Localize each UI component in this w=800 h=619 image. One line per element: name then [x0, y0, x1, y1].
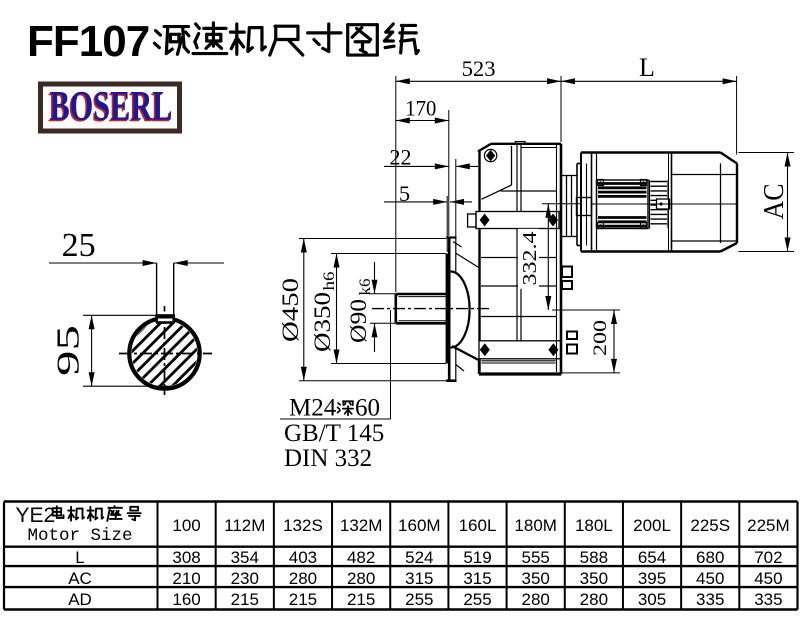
- svg-text:215: 215: [347, 590, 375, 609]
- svg-text:25: 25: [62, 227, 96, 264]
- svg-text:225S: 225S: [690, 516, 730, 535]
- svg-text:588: 588: [580, 548, 608, 567]
- svg-text:255: 255: [405, 590, 433, 609]
- svg-text:335: 335: [696, 590, 724, 609]
- svg-text:519: 519: [463, 548, 491, 567]
- svg-text:654: 654: [638, 548, 666, 567]
- svg-text:M24: M24: [289, 395, 337, 422]
- svg-text:280: 280: [580, 590, 608, 609]
- svg-text:Ø450: Ø450: [278, 278, 303, 342]
- svg-text:225M: 225M: [747, 516, 790, 535]
- svg-text:180M: 180M: [514, 516, 557, 535]
- svg-text:132M: 132M: [340, 516, 383, 535]
- svg-text:AC: AC: [68, 569, 92, 588]
- svg-text:AC: AC: [759, 184, 790, 220]
- svg-text:160: 160: [172, 590, 200, 609]
- svg-text:22: 22: [390, 145, 412, 170]
- svg-text:Ø90: Ø90: [346, 299, 371, 343]
- svg-text:YE2: YE2: [16, 504, 56, 527]
- svg-text:215: 215: [289, 590, 317, 609]
- svg-text:395: 395: [638, 569, 666, 588]
- svg-text:315: 315: [463, 569, 491, 588]
- svg-text:524: 524: [405, 548, 433, 567]
- svg-text:95: 95: [50, 325, 86, 376]
- svg-text:h6: h6: [321, 272, 338, 291]
- svg-text:210: 210: [172, 569, 200, 588]
- svg-text:L: L: [639, 53, 655, 82]
- svg-text:160L: 160L: [459, 516, 497, 535]
- svg-text:5: 5: [399, 181, 410, 206]
- svg-text:308: 308: [172, 548, 200, 567]
- svg-text:280: 280: [521, 590, 549, 609]
- svg-text:112M: 112M: [224, 516, 265, 535]
- svg-text:482: 482: [347, 548, 375, 567]
- svg-text:L: L: [75, 548, 84, 567]
- svg-text:132S: 132S: [283, 516, 323, 535]
- svg-text:FF107: FF107: [27, 17, 149, 66]
- svg-text:180L: 180L: [575, 516, 613, 535]
- svg-text:332.4: 332.4: [519, 232, 541, 286]
- svg-text:60: 60: [355, 395, 380, 422]
- svg-text:DIN 332: DIN 332: [284, 445, 372, 472]
- svg-text:555: 555: [521, 548, 549, 567]
- svg-text:200L: 200L: [633, 516, 671, 535]
- svg-text:255: 255: [463, 590, 491, 609]
- svg-text:702: 702: [754, 548, 782, 567]
- svg-text:BOSERL: BOSERL: [48, 86, 171, 132]
- svg-text:280: 280: [347, 569, 375, 588]
- svg-text:450: 450: [696, 569, 724, 588]
- svg-text:315: 315: [405, 569, 433, 588]
- svg-text:350: 350: [521, 569, 549, 588]
- svg-text:100: 100: [172, 516, 200, 535]
- svg-text:Motor Size: Motor Size: [27, 526, 132, 546]
- svg-text:BOSERL: BOSERL: [50, 84, 173, 130]
- svg-text:305: 305: [638, 590, 666, 609]
- svg-text:170: 170: [405, 96, 436, 121]
- svg-text:350: 350: [580, 569, 608, 588]
- svg-text:Ø350: Ø350: [310, 292, 335, 352]
- svg-text:354: 354: [231, 548, 259, 567]
- svg-text:680: 680: [696, 548, 724, 567]
- svg-text:523: 523: [462, 56, 496, 81]
- svg-text:230: 230: [231, 569, 259, 588]
- svg-text:k6: k6: [357, 279, 374, 296]
- svg-text:215: 215: [231, 590, 259, 609]
- svg-text:AD: AD: [68, 590, 92, 609]
- svg-text:200: 200: [590, 320, 611, 356]
- svg-text:450: 450: [754, 569, 782, 588]
- svg-text:335: 335: [754, 590, 782, 609]
- svg-text:280: 280: [289, 569, 317, 588]
- svg-text:GB/T 145: GB/T 145: [284, 420, 384, 447]
- svg-text:160M: 160M: [398, 516, 441, 535]
- svg-text:403: 403: [289, 548, 317, 567]
